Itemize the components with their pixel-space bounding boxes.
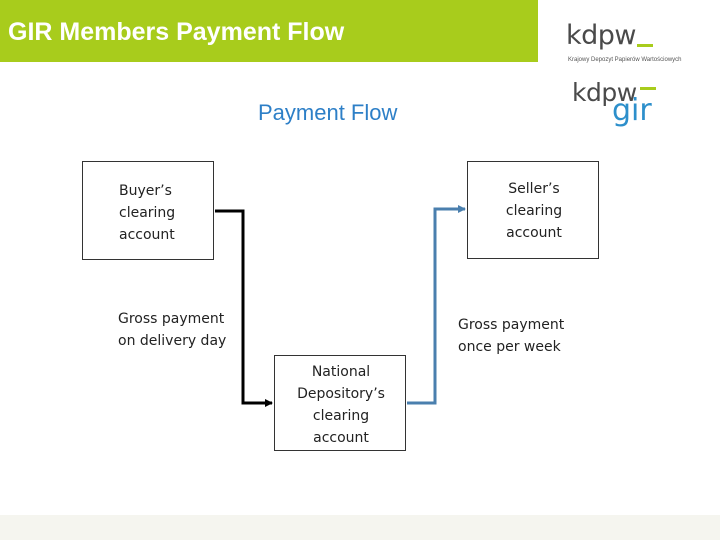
kdpw-logo-underscore	[637, 44, 653, 47]
page-title: GIR Members Payment Flow	[8, 18, 345, 46]
kdpw-logo-wordmark: kdpw	[566, 20, 637, 51]
national-depository-account-node: National Depository’s clearing account	[274, 355, 406, 451]
seller-node-label: Seller’s clearing account	[505, 181, 563, 241]
kdpw-gir-logo-wordmark: kdpw	[572, 78, 637, 107]
national-node-label: National Depository’s clearing account	[297, 364, 385, 446]
national-to-seller-arrow	[407, 205, 466, 405]
title-bar: GIR Members Payment Flow	[0, 0, 538, 62]
seller-clearing-account-node: Seller’s clearing account	[467, 161, 599, 259]
buyer-flow-label: Gross payment on delivery day	[118, 311, 227, 349]
kdpw-gir-logo-underscore	[640, 87, 656, 90]
kdpw-logo-subtitle: Krajowy Depozyt Papierów Wartościowych	[568, 57, 682, 63]
kdpw-gir-logo-gir: gir	[612, 93, 652, 128]
buyer-to-national-arrow	[215, 209, 273, 407]
footer-strip	[0, 515, 720, 540]
seller-flow-label: Gross payment once per week	[458, 317, 565, 355]
buyer-clearing-account-node: Buyer’s clearing account	[82, 161, 214, 260]
diagram-title: Payment Flow	[258, 100, 398, 125]
buyer-node-label: Buyer’s clearing account	[119, 183, 176, 243]
